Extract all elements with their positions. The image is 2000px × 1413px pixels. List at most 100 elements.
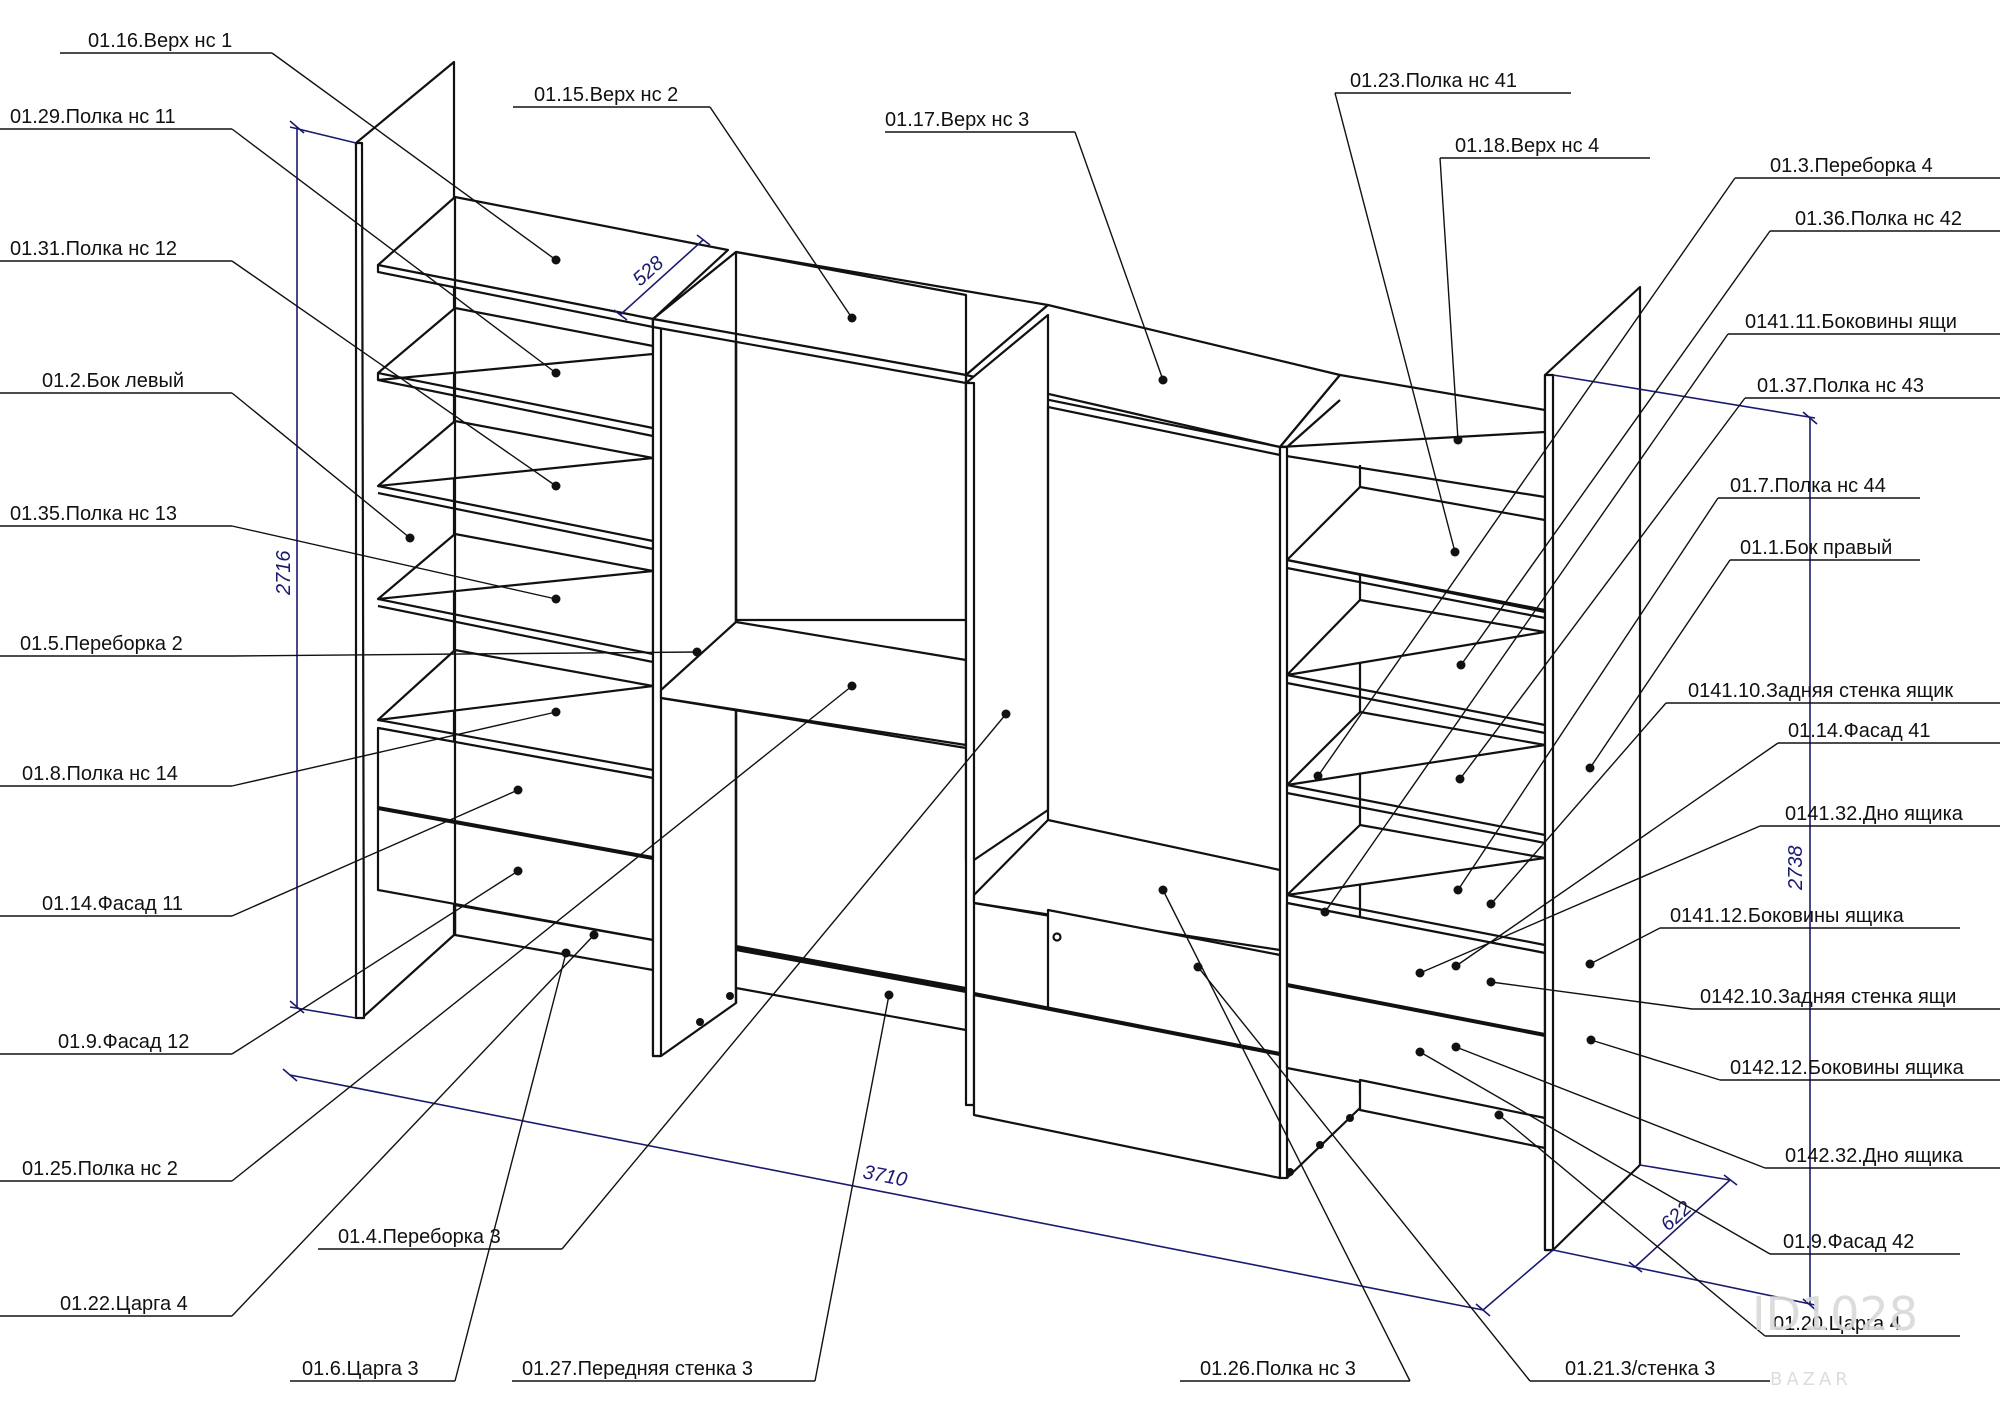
leader-dot bbox=[1453, 435, 1463, 445]
leader-line bbox=[231, 685, 853, 1182]
part-label: 01.6.Царга 3 bbox=[302, 1358, 419, 1380]
leader-line bbox=[1317, 177, 1736, 777]
part-label: 01.5.Переборка 2 bbox=[20, 633, 183, 655]
part-label: 01.8.Полка нс 14 bbox=[22, 763, 178, 785]
part-label: 01.22.Царга 4 bbox=[60, 1293, 188, 1315]
part-label: 0141.11.Боковины ящи bbox=[1745, 311, 1957, 333]
leader-dot bbox=[551, 255, 561, 265]
leader-line bbox=[814, 994, 890, 1382]
leader-line bbox=[1589, 559, 1731, 769]
leader-line bbox=[1334, 92, 1456, 553]
part-label: 0142.32.Дно ящика bbox=[1785, 1145, 1964, 1167]
dimension-depth-right: 622 bbox=[1657, 1197, 1697, 1236]
part-label: 01.18.Верх нс 4 bbox=[1455, 135, 1599, 157]
leader-line bbox=[231, 870, 519, 1055]
watermark-brand: BAZAR bbox=[1770, 1369, 1852, 1390]
wardrobe-drawing bbox=[354, 60, 1642, 1252]
handle bbox=[1052, 932, 1062, 942]
part-label: 01.9.Фасад 12 bbox=[58, 1031, 189, 1053]
dimension-width-total: 3710 bbox=[861, 1161, 909, 1191]
part-label: 01.26.Полка нс 3 bbox=[1200, 1358, 1356, 1380]
leader-dot bbox=[1001, 709, 1011, 719]
leader-dot bbox=[1486, 899, 1496, 909]
part-label: 0142.12.Боковины ящика bbox=[1730, 1057, 1965, 1079]
leader-dot bbox=[1451, 1042, 1461, 1052]
leader-dot bbox=[1313, 771, 1323, 781]
dimension-height-right: 2738 bbox=[1785, 846, 1807, 892]
leader-dot bbox=[513, 785, 523, 795]
part-label: 01.35.Полка нс 13 bbox=[10, 503, 177, 525]
top-panels bbox=[651, 250, 1547, 499]
leader-dot bbox=[561, 948, 571, 958]
leader-dot bbox=[1451, 961, 1461, 971]
leader-dot bbox=[551, 481, 561, 491]
leader-line bbox=[231, 525, 557, 600]
leader-line bbox=[1197, 966, 1531, 1382]
part-label: 0141.12.Боковины ящика bbox=[1670, 905, 1905, 927]
dimension-height-left: 2716 bbox=[273, 550, 295, 596]
part-label: 01.9.Фасад 42 bbox=[1783, 1231, 1914, 1253]
leader-line bbox=[1460, 230, 1771, 666]
leader-line bbox=[1162, 889, 1411, 1382]
leader-line bbox=[231, 260, 557, 487]
leader-dot bbox=[1415, 1047, 1425, 1057]
leader-line bbox=[1490, 702, 1667, 905]
leader-dot bbox=[1320, 907, 1330, 917]
leader-dots bbox=[405, 255, 1596, 1120]
part-label: 0141.32.Дно ящика bbox=[1785, 803, 1964, 825]
partition-3 bbox=[964, 313, 1050, 1107]
watermark: ID1028 BAZAR bbox=[1752, 1287, 1918, 1390]
part-label: 01.23.Полка нс 41 bbox=[1350, 70, 1517, 92]
leader-dot bbox=[1585, 763, 1595, 773]
part-label: 01.3.Переборка 4 bbox=[1770, 155, 1933, 177]
feet bbox=[696, 992, 1354, 1176]
leader-line bbox=[231, 392, 411, 539]
leader-dot bbox=[551, 707, 561, 717]
leader-line bbox=[1419, 825, 1761, 974]
part-label: 01.21.3/стенка 3 bbox=[1565, 1358, 1715, 1380]
leader-dot bbox=[589, 930, 599, 940]
leader-line bbox=[1457, 497, 1719, 891]
leader-line bbox=[231, 789, 519, 917]
part-label: 01.1.Бок правый bbox=[1740, 537, 1892, 559]
leader-dot bbox=[1453, 885, 1463, 895]
part-label: 01.16.Верх нс 1 bbox=[88, 30, 232, 52]
middle-right-module bbox=[972, 818, 1282, 1180]
leader-line bbox=[1455, 1046, 1766, 1169]
part-label: 01.20.Царга 4 bbox=[1773, 1313, 1901, 1335]
leader-line bbox=[1590, 1039, 1721, 1081]
part-labels: 01.16.Верх нс 101.29.Полка нс 1101.31.По… bbox=[10, 30, 1965, 1380]
leader-dot bbox=[1494, 1110, 1504, 1120]
part-label: 01.17.Верх нс 3 bbox=[885, 109, 1029, 131]
leader-line bbox=[709, 106, 853, 319]
part-label: 01.36.Полка нс 42 bbox=[1795, 208, 1962, 230]
leader-dot bbox=[1456, 660, 1466, 670]
leader-dot bbox=[847, 313, 857, 323]
part-label: 01.37.Полка нс 43 bbox=[1757, 375, 1924, 397]
part-label: 01.14.Фасад 11 bbox=[42, 893, 183, 915]
part-label: 01.25.Полка нс 2 bbox=[22, 1158, 178, 1180]
leader-line bbox=[1459, 397, 1746, 780]
middle-left-module bbox=[659, 250, 968, 1032]
leader-line bbox=[1455, 742, 1779, 967]
leader-dot bbox=[513, 866, 523, 876]
leader-lines bbox=[0, 52, 2000, 1382]
leader-dot bbox=[1158, 375, 1168, 385]
leader-dot bbox=[1455, 774, 1465, 784]
watermark-id: ID1028 bbox=[1752, 1287, 1918, 1341]
leader-dot bbox=[551, 368, 561, 378]
part-label: 01.31.Полка нс 12 bbox=[10, 238, 177, 260]
leader-dot bbox=[1585, 959, 1595, 969]
leader-dot bbox=[1415, 968, 1425, 978]
leader-dot bbox=[1193, 962, 1203, 972]
part-label: 01.4.Переборка 3 bbox=[338, 1226, 501, 1248]
leader-line bbox=[1324, 333, 1729, 913]
part-label: 01.7.Полка нс 44 bbox=[1730, 475, 1886, 497]
partition-4 bbox=[1278, 399, 1361, 1180]
leader-dot bbox=[1450, 547, 1460, 557]
leader-line bbox=[1419, 1051, 1771, 1255]
leader-dot bbox=[847, 681, 857, 691]
part-label: 01.14.Фасад 41 bbox=[1788, 720, 1931, 742]
part-label: 01.15.Верх нс 2 bbox=[534, 84, 678, 106]
